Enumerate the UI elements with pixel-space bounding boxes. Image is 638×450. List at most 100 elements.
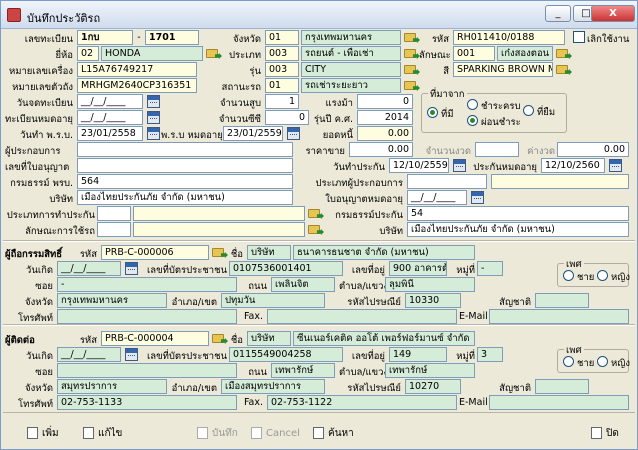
installments-label: จำนวนงวด — [425, 146, 471, 157]
province-lookup-icon[interactable] — [404, 31, 420, 44]
owner-dob-calendar-icon[interactable] — [125, 262, 138, 275]
cancel-button[interactable]: Cancel — [251, 425, 300, 443]
model-lookup-icon[interactable] — [404, 63, 420, 76]
license-field[interactable] — [77, 158, 293, 173]
contact-male-label: ชาย — [577, 358, 595, 369]
contact-gender-title: เพศ — [564, 343, 584, 358]
contact-prefix-field: บริษัท — [247, 331, 291, 346]
status-lookup-icon[interactable] — [404, 79, 420, 92]
ins-company-field[interactable]: เมืองไทยประกันภัย จำกัด (มหาชน) — [407, 222, 629, 237]
usage-code-field[interactable] — [97, 222, 131, 237]
feature-code-field[interactable]: 001 — [453, 46, 495, 61]
ins-exp-field[interactable]: 12/10/2560 — [541, 158, 605, 173]
owner-dob-field: __/__/____ — [57, 261, 121, 276]
owner-code-field[interactable]: PRB-C-000006 — [101, 245, 209, 260]
policy-field[interactable]: 564 — [77, 174, 293, 189]
contact-nation-field — [535, 379, 589, 394]
source-have-radio[interactable] — [427, 107, 438, 118]
source-installment-radio[interactable] — [467, 115, 478, 126]
type-lookup-icon[interactable] — [404, 47, 420, 60]
owner-name-label: ชื่อ — [230, 249, 243, 260]
exit-button[interactable]: ปิด — [591, 425, 619, 443]
reg-prefix-field[interactable]: 1กบ — [77, 30, 133, 45]
reg-number-field[interactable]: 1701 — [145, 30, 199, 45]
operator-type-code-field[interactable] — [407, 174, 487, 189]
cancel-use-checkbox[interactable] — [573, 31, 585, 43]
save-button[interactable]: บันทึก — [197, 425, 238, 443]
feature-lookup-icon[interactable] — [556, 47, 572, 60]
search-button[interactable]: ค้นหา — [313, 425, 354, 443]
chassis-field[interactable]: MRHGM2640CP316351 — [77, 78, 197, 93]
price-field[interactable]: 0.00 — [349, 142, 413, 157]
installment-amt-field[interactable]: 0.00 — [557, 142, 629, 157]
contact-code-field[interactable]: PRB-C-000004 — [101, 331, 209, 346]
ins-policy-field[interactable]: 54 — [407, 206, 629, 221]
owner-moo-field: - — [477, 261, 503, 276]
owner-code-lookup-icon[interactable] — [212, 246, 228, 259]
source-paid-radio[interactable] — [467, 99, 478, 110]
ins-start-calendar-icon[interactable] — [453, 159, 466, 172]
usage-lookup-icon[interactable] — [308, 223, 324, 236]
installments-field[interactable] — [475, 142, 519, 157]
status-code-field[interactable]: 01 — [265, 78, 299, 93]
model-code-field[interactable]: 003 — [265, 62, 299, 77]
ins-exp-label: ประกันหมดอายุ — [473, 162, 537, 173]
save-button-label: บันทึก — [212, 428, 238, 439]
contact-fax-label: Fax. — [243, 397, 263, 408]
contact-dob-field: __/__/____ — [57, 347, 121, 362]
contact-dob-calendar-icon[interactable] — [125, 348, 138, 361]
balance-field[interactable]: 0.00 — [357, 126, 413, 141]
color-field[interactable]: SPARKING BROWN ME — [453, 62, 553, 77]
regdate-calendar-icon[interactable] — [147, 95, 160, 108]
contact-zip-field: 10270 — [405, 379, 461, 394]
regdate-field[interactable]: __/__/____ — [77, 94, 143, 109]
province-label: จังหวัด — [233, 34, 261, 45]
cyl-field[interactable]: 1 — [265, 94, 299, 109]
permit-exp-field[interactable]: __/__/____ — [407, 190, 467, 205]
minimize-button[interactable]: _ — [545, 5, 571, 22]
add-button[interactable]: เพิ่ม — [27, 425, 59, 443]
source-borrow-radio[interactable] — [523, 105, 534, 116]
ins-exp-calendar-icon[interactable] — [609, 159, 622, 172]
close-window-button[interactable]: X — [591, 5, 635, 22]
contact-male-radio[interactable] — [563, 356, 574, 367]
ins-start-field[interactable]: 12/10/2559 — [389, 158, 449, 173]
owner-prefix-field: บริษัท — [247, 245, 291, 260]
contact-zip-label: รหัสไปรษณีย์ — [347, 383, 401, 394]
contact-addrno-label: เลขที่อยู่ — [351, 351, 385, 362]
brand-code-field[interactable]: 02 — [77, 46, 99, 61]
contact-female-radio[interactable] — [597, 356, 608, 367]
acttaxdate-field[interactable]: 23/01/2558 — [77, 126, 143, 141]
actexp-calendar-icon[interactable] — [287, 127, 300, 140]
hp-field[interactable]: 0 — [357, 94, 413, 109]
owner-fax-field — [267, 309, 457, 324]
owner-male-radio[interactable] — [563, 270, 574, 281]
cc-field[interactable]: 0 — [265, 110, 309, 125]
edit-button[interactable]: แก้ไข — [83, 425, 122, 443]
owner-female-radio[interactable] — [597, 270, 608, 281]
brand-lookup-icon[interactable] — [206, 47, 222, 60]
permit-exp-calendar-icon[interactable] — [471, 191, 484, 204]
contact-section — [3, 325, 635, 413]
type-code-field[interactable]: 003 — [265, 46, 299, 61]
year-field[interactable]: 2014 — [357, 110, 413, 125]
contact-code-label: รหัส — [79, 335, 97, 346]
owner-fax-label: Fax. — [243, 311, 263, 322]
acttaxdate-calendar-icon[interactable] — [147, 127, 160, 140]
ins-type-lookup-icon[interactable] — [308, 207, 324, 220]
transfer-field[interactable] — [77, 142, 293, 157]
owner-code-label: รหัส — [79, 249, 97, 260]
owner-female-label: หญิง — [611, 272, 630, 283]
company-field[interactable]: เมืองไทยประกันภัย จำกัด (มหาชน) — [77, 190, 293, 205]
code-field[interactable]: RH011410/0188 — [453, 30, 565, 45]
regexp-field[interactable]: __/__/____ — [77, 110, 143, 125]
actexp-field[interactable]: 23/01/2559 — [223, 126, 283, 141]
regexp-calendar-icon[interactable] — [147, 111, 160, 124]
engine-field[interactable]: L15A76749217 — [77, 62, 197, 77]
add-icon — [27, 427, 38, 439]
contact-female-label: หญิง — [611, 358, 630, 369]
province-code-field[interactable]: 01 — [265, 30, 299, 45]
ins-type-code-field[interactable] — [97, 206, 131, 221]
color-lookup-icon[interactable] — [556, 63, 572, 76]
contact-code-lookup-icon[interactable] — [212, 332, 228, 345]
